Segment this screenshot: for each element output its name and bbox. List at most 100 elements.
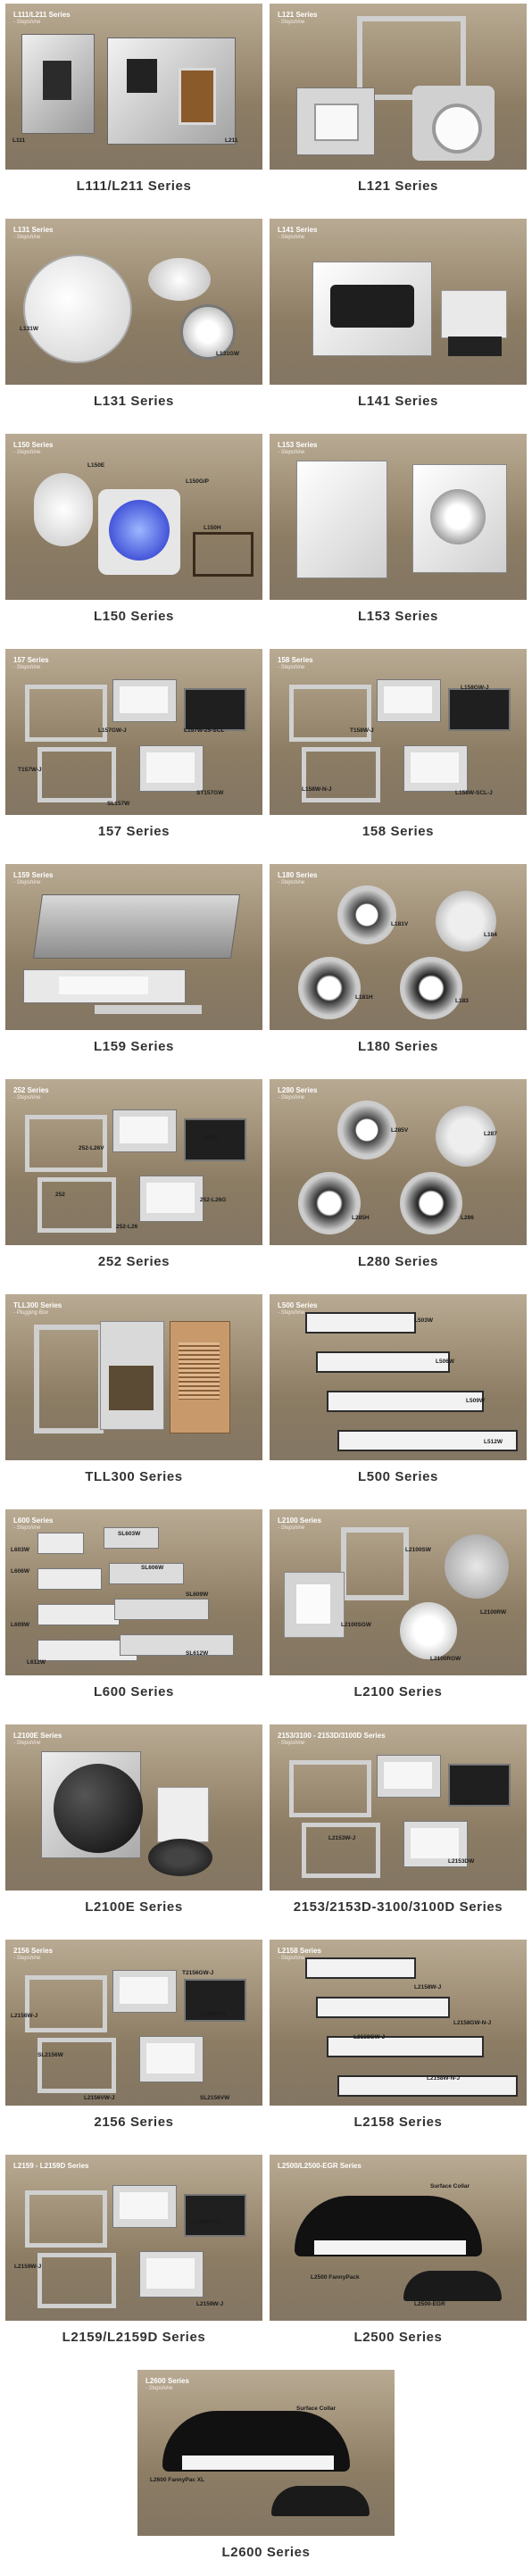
series-caption[interactable]: 158 Series bbox=[362, 824, 435, 839]
model-label: L509W bbox=[466, 1398, 485, 1404]
model-label: T157W-J bbox=[18, 767, 42, 773]
series-caption[interactable]: L280 Series bbox=[358, 1254, 438, 1269]
series-caption[interactable]: L141 Series bbox=[358, 394, 438, 409]
product-photo[interactable]: L2100E Series- Stepshine bbox=[5, 1724, 262, 1890]
series-header: L2100 Series bbox=[278, 1517, 321, 1525]
series-caption[interactable]: L600 Series bbox=[94, 1684, 174, 1699]
series-caption[interactable]: L2159/L2159D Series bbox=[62, 2330, 206, 2345]
product-image bbox=[448, 1764, 511, 1807]
model-label: L609W bbox=[11, 1622, 29, 1628]
series-caption[interactable]: 2153/2153D-3100/3100D Series bbox=[293, 1899, 503, 1915]
series-caption[interactable]: L150 Series bbox=[94, 609, 174, 624]
series-caption[interactable]: L121 Series bbox=[358, 179, 438, 194]
series-caption[interactable]: L2600 Series bbox=[221, 2545, 311, 2560]
model-label: L285V bbox=[391, 1127, 409, 1134]
product-image bbox=[436, 891, 496, 951]
product-image bbox=[327, 1391, 484, 1412]
series-header: 2153/3100 - 2153D/3100D Series bbox=[278, 1732, 386, 1740]
series-caption[interactable]: L2100E Series bbox=[85, 1899, 183, 1915]
product-image bbox=[314, 2240, 466, 2255]
series-header: L2100E Series bbox=[13, 1732, 62, 1740]
series-caption[interactable]: L2158 Series bbox=[353, 2115, 443, 2130]
product-photo[interactable]: L141 Series- Stepshine bbox=[270, 219, 527, 385]
series-caption[interactable]: L159 Series bbox=[94, 1039, 174, 1054]
series-header: 252 Series bbox=[13, 1086, 49, 1094]
product-image louv bbox=[37, 2253, 116, 2308]
series-caption[interactable]: L2100 Series bbox=[353, 1684, 443, 1699]
series-subtitle: - Plugging Box bbox=[13, 1310, 49, 1316]
model-label: L506W bbox=[436, 1359, 454, 1365]
product-image bbox=[120, 1117, 168, 1143]
product-image bbox=[109, 1563, 184, 1584]
product-image bbox=[316, 1997, 450, 2018]
model-label: L2100RW bbox=[480, 1609, 507, 1616]
series-caption[interactable]: L500 Series bbox=[358, 1469, 438, 1484]
series-caption[interactable]: L111/L211 Series bbox=[76, 179, 192, 194]
series-header: L153 Series bbox=[278, 441, 318, 449]
series-caption[interactable]: 2156 Series bbox=[94, 2115, 174, 2130]
series-caption[interactable]: L153 Series bbox=[358, 609, 438, 624]
series-caption[interactable]: TLL300 Series bbox=[85, 1469, 183, 1484]
series-subtitle: - Stepshine bbox=[278, 20, 305, 25]
series-caption[interactable]: 252 Series bbox=[97, 1254, 170, 1269]
product-photo[interactable]: 2153/3100 - 2153D/3100D Series- Stepshin… bbox=[270, 1724, 527, 1890]
product-photo[interactable]: L153 Series- Stepshine bbox=[270, 434, 527, 600]
series-subtitle: - Stepshine bbox=[278, 880, 305, 885]
product-image louv bbox=[37, 747, 116, 802]
product-image bbox=[411, 752, 459, 783]
product-image bbox=[448, 337, 502, 356]
series-caption[interactable]: 157 Series bbox=[97, 824, 170, 839]
series-subtitle: - Stepshine bbox=[13, 880, 41, 885]
series-caption[interactable]: L2500 Series bbox=[353, 2330, 443, 2345]
series-caption[interactable]: L131 Series bbox=[94, 394, 174, 409]
series-header: L159 Series bbox=[13, 871, 54, 879]
series-caption[interactable]: L180 Series bbox=[358, 1039, 438, 1054]
product-image louv bbox=[37, 2038, 116, 2093]
product-photo[interactable]: TLL300 Series- Plugging Box bbox=[5, 1294, 262, 1460]
product-card[interactable]: 2153/3100 - 2153D/3100D Series- Stepshin… bbox=[270, 1724, 527, 1926]
product-photo[interactable]: L159 Series- Stepshine bbox=[5, 864, 262, 1030]
series-subtitle: - Stepshine bbox=[13, 1525, 41, 1531]
model-label: L503W bbox=[414, 1317, 433, 1324]
product-photo[interactable]: L121 Series- Stepshine bbox=[270, 4, 527, 170]
product-image bbox=[37, 1568, 102, 1590]
